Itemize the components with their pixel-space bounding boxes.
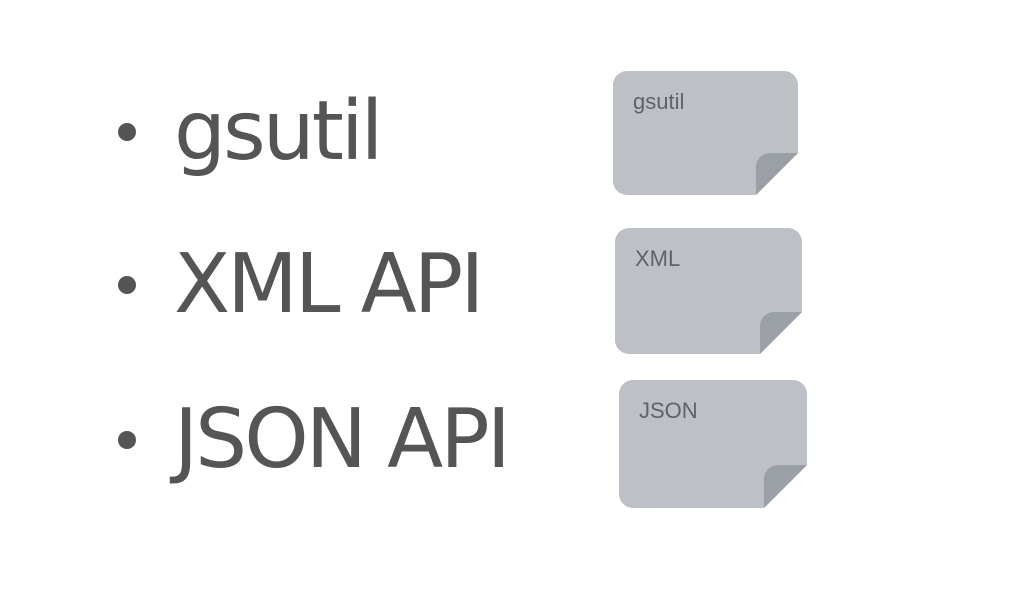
bullet-icon bbox=[118, 431, 136, 449]
list-item-label: XML API bbox=[174, 237, 484, 332]
bullet-icon bbox=[118, 276, 136, 294]
list-item-gsutil: gsutil bbox=[118, 77, 383, 187]
document-page-icon bbox=[613, 71, 798, 195]
document-card-json: JSON bbox=[619, 380, 807, 508]
list-item-label: gsutil bbox=[174, 84, 383, 179]
list-item-label: JSON API bbox=[174, 392, 511, 487]
card-label: JSON bbox=[639, 398, 698, 423]
document-page-icon bbox=[615, 228, 802, 354]
document-card-gsutil: gsutil bbox=[613, 71, 798, 195]
list-item-xml-api: XML API bbox=[118, 230, 484, 340]
document-page-icon bbox=[619, 380, 807, 508]
document-card-xml: XML bbox=[615, 228, 802, 354]
list-item-json-api: JSON API bbox=[118, 385, 511, 495]
bullet-icon bbox=[118, 123, 136, 141]
card-label: XML bbox=[635, 246, 681, 271]
card-label: gsutil bbox=[633, 89, 685, 114]
